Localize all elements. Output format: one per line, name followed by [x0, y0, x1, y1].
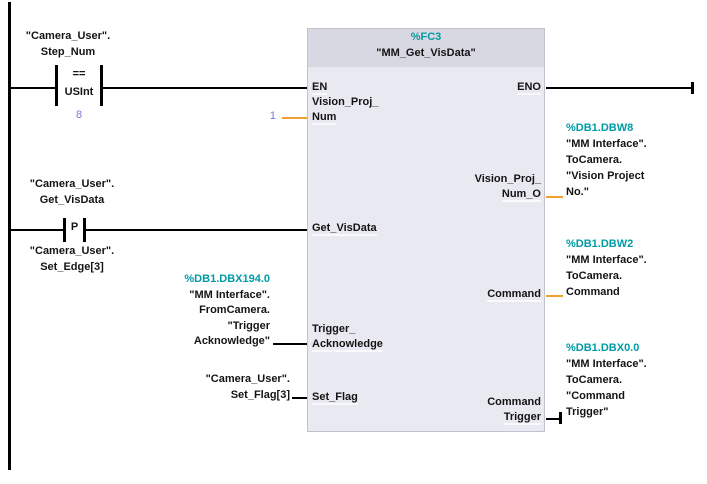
- command-trigger-line: "Command: [566, 390, 625, 402]
- comparator-type[interactable]: USInt: [64, 86, 94, 98]
- port-vision-proj-num-o-line1[interactable]: Vision_Proj_: [474, 173, 541, 185]
- vision-project-no-line: ToCamera.: [566, 154, 623, 166]
- power-rail: [8, 2, 11, 470]
- rung2-wire-left: [11, 229, 64, 231]
- function-block-header[interactable]: [308, 29, 544, 68]
- port-en[interactable]: EN: [312, 81, 328, 95]
- p-contact-operand-line: Get_VisData: [39, 194, 105, 206]
- trigger-ack-line: Acknowledge": [193, 335, 270, 347]
- rung1-wire-left: [11, 87, 56, 89]
- vision-project-no-line: No.": [566, 186, 589, 198]
- port-get-visdata[interactable]: Get_VisData: [312, 222, 377, 236]
- function-block-address: %FC3: [410, 31, 442, 43]
- command-trigger-line: "MM Interface".: [566, 358, 647, 370]
- port-trigger-ack-line1[interactable]: Trigger_: [312, 323, 356, 335]
- trigger-ack-line: "MM Interface".: [189, 288, 270, 301]
- port-set-flag[interactable]: Set_Flag: [312, 391, 358, 405]
- vision-proj-num-wire: [282, 117, 307, 119]
- command-trigger-address: %DB1.DBX0.0: [566, 342, 640, 354]
- vision-project-no-line: "Vision Project: [566, 170, 645, 182]
- p-contact-symbol[interactable]: P: [70, 221, 79, 233]
- comparator-left-bar: [55, 65, 58, 106]
- vision-project-no-address: %DB1.DBW8: [566, 122, 634, 134]
- vision-project-no-operand[interactable]: %DB1.DBW8 "MM Interface". ToCamera. "Vis…: [566, 120, 701, 200]
- vision-project-no-line: "MM Interface".: [566, 138, 647, 150]
- edge-memory-operand[interactable]: "Camera_User". Set_Edge[3]: [14, 243, 130, 275]
- vision-proj-num-constant[interactable]: 1: [269, 110, 276, 122]
- command-trigger-line: Trigger": [566, 406, 609, 418]
- function-block-title[interactable]: "MM_Get_VisData": [376, 47, 476, 59]
- port-command[interactable]: Command: [487, 288, 541, 302]
- p-contact-operand-line: "Camera_User".: [29, 178, 115, 190]
- eno-wire-end-tick: [691, 82, 694, 94]
- comparator-right-bar: [100, 65, 103, 106]
- port-vision-proj-num-o[interactable]: Num_O: [501, 188, 541, 202]
- comparator-operator[interactable]: ==: [72, 68, 86, 80]
- vision-proj-num-o-wire: [546, 196, 563, 198]
- command-line: ToCamera.: [566, 270, 623, 282]
- edge-memory-line: "Camera_User".: [29, 245, 115, 257]
- set-flag-operand[interactable]: "Camera_User". Set_Flag[3]: [140, 372, 290, 403]
- function-block[interactable]: [307, 28, 545, 432]
- compare-operand-line: Step_Num: [40, 46, 96, 58]
- rung1-wire-right: [102, 87, 307, 89]
- port-eno[interactable]: ENO: [517, 81, 541, 95]
- trigger-ack-wire: [273, 343, 307, 345]
- command-trigger-line: ToCamera.: [566, 374, 623, 386]
- p-contact-operand[interactable]: "Camera_User". Get_VisData: [14, 176, 130, 208]
- command-trigger-wire: [546, 418, 559, 420]
- set-flag-line: "Camera_User".: [205, 373, 290, 385]
- port-trigger-ack[interactable]: Acknowledge: [312, 338, 383, 352]
- command-line: "MM Interface".: [566, 254, 647, 266]
- port-command-trigger[interactable]: Trigger: [503, 411, 541, 425]
- trigger-ack-line: FromCamera.: [199, 304, 270, 316]
- set-flag-line: Set_Flag[3]: [230, 388, 290, 401]
- compare-operand[interactable]: "Camera_User". Step_Num: [10, 28, 126, 60]
- command-trigger-end-tick: [559, 412, 562, 424]
- comparator-value[interactable]: 8: [75, 109, 83, 121]
- p-contact-left-bar: [63, 218, 66, 242]
- command-trigger-operand[interactable]: %DB1.DBX0.0 "MM Interface". ToCamera. "C…: [566, 340, 701, 420]
- command-address: %DB1.DBW2: [566, 238, 634, 250]
- port-vision-proj-num-line1[interactable]: Vision_Proj_: [312, 96, 379, 108]
- port-vision-proj-num[interactable]: Num: [312, 111, 337, 125]
- trigger-ack-line: "Trigger: [227, 319, 270, 332]
- trigger-ack-operand[interactable]: %DB1.DBX194.0 "MM Interface". FromCamera…: [116, 272, 270, 350]
- command-line: Command: [566, 286, 620, 298]
- command-operand[interactable]: %DB1.DBW2 "MM Interface". ToCamera. Comm…: [566, 236, 701, 300]
- compare-operand-line: "Camera_User".: [25, 30, 111, 42]
- set-flag-wire: [292, 397, 307, 399]
- port-command-trigger-line1[interactable]: Command: [487, 396, 541, 408]
- trigger-ack-address: %DB1.DBX194.0: [184, 273, 270, 285]
- command-wire: [546, 295, 563, 297]
- edge-memory-line: Set_Edge[3]: [40, 261, 104, 273]
- eno-wire: [546, 87, 692, 89]
- rung2-wire-right: [85, 229, 307, 231]
- p-contact-right-bar: [83, 218, 86, 242]
